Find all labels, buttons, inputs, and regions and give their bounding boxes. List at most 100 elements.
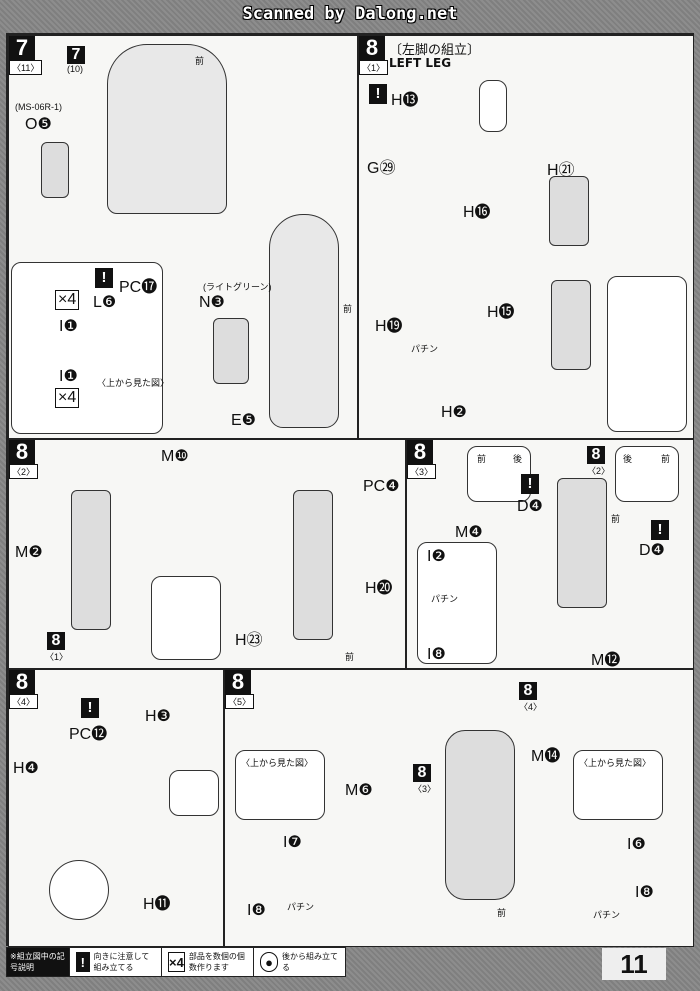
front-label: 前 [477,454,487,464]
part-h23: H㉓ [235,632,263,649]
snap-label: パチン [593,910,621,920]
step-number: 8 [225,670,251,694]
snap-label: パチン [431,594,459,604]
part-i2: I❷ [427,548,446,565]
part-m4: M❹ [455,524,483,541]
part-h15: H⓯ [487,304,515,321]
part-o5: O❺ [25,116,52,133]
multiply-icon: ×4 [168,952,185,972]
top-view-bubble [235,750,325,820]
step-number: 8 [9,670,35,694]
step-number: 8 [9,440,35,464]
snap-label: パチン [411,344,439,354]
part-h2: H❷ [441,404,467,421]
part-i8: I❽ [427,646,446,663]
part-l6: L❻ [93,294,117,311]
back-label: 後 [513,454,523,464]
legend-text: 部品を数個の個数作ります [188,952,245,972]
section-title-jp: 〔左脚の組立〕 [389,43,481,58]
part-g29: G㉙ [367,160,396,177]
legend-item: !向きに注意して組み立てる [69,948,161,976]
leg-drawing [71,490,111,630]
part-pc17: PC⓱ [119,279,158,296]
part-i1: I❶ [59,318,78,335]
part-h11: H⓫ [143,896,171,913]
snap-label: パチン [287,902,315,912]
warning-icon: ! [76,952,90,972]
warning-icon: ! [521,474,539,494]
instruction-page: 7 〈11〉 7 (10) 前 (MS-06R-1) O❺ ! PC⓱ L❻ ×… [6,33,694,947]
legend-text: 向きに注意して組み立てる [93,952,150,972]
front-label: 前 [345,652,355,662]
part-i6: I❻ [627,836,646,853]
legend-caption: ※組立図中の記号説明 [7,948,69,976]
part-m12: M⓬ [591,652,621,669]
part-i7: I❼ [283,834,302,851]
color-note: (ライトグリーン) [203,282,272,292]
detail-bubble [151,576,221,660]
front-back-bubble [615,446,679,502]
part-i8: I❽ [247,902,266,919]
step-sub: 〈5〉 [225,694,255,709]
step-sub: 〈11〉 [9,60,43,75]
panel-step-8-2: 8 〈2〉 M❿ M❷ 8 〈1〉 PC❹ H⓴ H㉓ 前 [8,439,406,669]
ref-step: 8 [587,446,605,464]
top-view-bubble [573,750,663,820]
step-number: 8 [359,36,385,60]
page-number: 11 [602,948,666,980]
leg-drawing [551,280,591,370]
detail-bubble [607,276,687,432]
part-pc4: PC❹ [363,478,400,495]
front-label: 前 [195,56,205,66]
ref-step: 8 [47,632,65,650]
part-m2: M❷ [15,544,43,561]
legend-item: ●後から組み立てる [253,948,345,976]
front-label: 前 [497,908,507,918]
part-e5: E❺ [231,412,257,429]
part-pc12: PC⓬ [69,726,108,743]
part-m10: M❿ [161,448,189,465]
part-i8: I❽ [635,884,654,901]
leg-drawing [293,490,333,640]
warning-icon: ! [369,84,387,104]
section-title-en: LEFT LEG [389,56,452,70]
part-h4: H❹ [13,760,39,777]
step-number: 8 [407,440,433,464]
ref-sub: (10) [67,64,84,74]
detail-bubble [479,80,507,132]
step-sub: 〈1〉 [359,60,389,75]
panel-step-8-1: 8 〈1〉 〔左脚の組立〕 LEFT LEG ! H⓭ G㉙ H⓰ H㉑ H⓯ … [358,35,694,439]
part-shape [41,142,69,198]
part-shape [549,176,589,246]
step-number: 7 [9,36,35,60]
panel-step-7: 7 〈11〉 7 (10) 前 (MS-06R-1) O❺ ! PC⓱ L❻ ×… [8,35,358,439]
ref-step: 8 [519,682,537,700]
body-assembly-drawing [269,214,339,428]
step-sub: 〈2〉 [9,464,39,479]
ref-sub: 〈2〉 [587,466,611,476]
part-d4: D❹ [517,498,543,515]
x4-badge: ×4 [55,388,80,408]
part-n3: N❸ [199,294,225,311]
panel-step-8-5: 8 〈5〉 8 〈4〉 8 〈3〉 M❻ M⓮ 〈上から見た図〉 〈上から見た図… [224,669,694,947]
back-label: 後 [623,454,633,464]
leg-drawing [445,730,515,900]
part-h21: H㉑ [547,162,575,179]
part-d4: D❹ [639,542,665,559]
ref-sub: 〈3〉 [413,784,437,794]
ref-step: 8 [413,764,431,782]
part-h19: H⓳ [375,318,403,335]
top-view-label: 〈上から見た図〉 [579,758,652,768]
body-assembly-drawing [107,44,227,214]
detail-bubble [11,262,163,434]
ref-sub: 〈4〉 [519,702,543,712]
detail-bubble [49,860,109,920]
ref-step: 7 [67,46,85,64]
part-h16: H⓰ [463,204,491,221]
step-sub: 〈4〉 [9,694,39,709]
x4-badge: ×4 [55,290,80,310]
warning-icon: ! [651,520,669,540]
watermark: Scanned by Dalong.net [242,4,458,24]
